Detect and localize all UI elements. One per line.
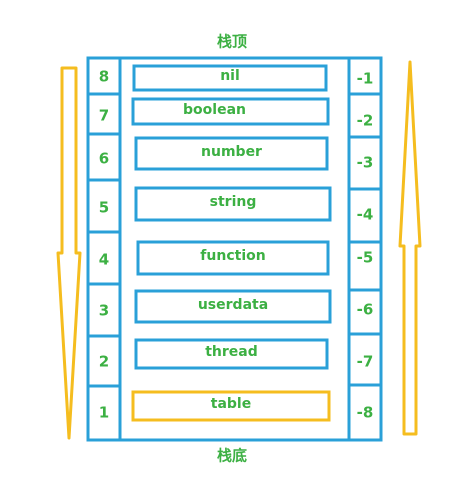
stack-slot-box-table: [131, 390, 331, 422]
stack-outer-frame: [86, 56, 383, 442]
stack-slot-box-string: [134, 186, 332, 222]
stack-slot-box-userdata: [134, 289, 332, 324]
stack-slot-box-function: [136, 240, 330, 276]
stack-slot-type-table: table: [210, 396, 252, 412]
positive-index-2: 2: [98, 352, 110, 371]
negative-index-6: -6: [356, 300, 374, 319]
stack-slot-type-number: number: [201, 143, 262, 160]
stack-slot-type-thread: thread: [205, 344, 258, 360]
negative-index-1: -1: [356, 69, 374, 88]
positive-index-5: 5: [98, 198, 110, 217]
negative-index-8: -8: [356, 403, 374, 422]
negative-index-2: -2: [356, 111, 374, 130]
negative-index-4: -4: [356, 205, 374, 224]
stack-top-label: 栈顶: [216, 32, 248, 51]
positive-index-1: 1: [98, 403, 110, 422]
stack-slot-type-string: string: [209, 194, 257, 210]
positive-index-3: 3: [98, 301, 110, 320]
stack-slot-type-userdata: userdata: [197, 296, 269, 313]
positive-index-6: 6: [98, 149, 110, 168]
negative-index-7: -7: [356, 352, 374, 371]
positive-index-4: 4: [98, 250, 110, 269]
stack-slot-type-function: function: [200, 248, 266, 264]
positive-index-7: 7: [98, 106, 110, 125]
stack-slot-box-number: [134, 136, 329, 171]
stack-slot-type-nil: nil: [220, 68, 240, 84]
negative-index-3: -3: [356, 153, 374, 172]
stack-slot-box-nil: [132, 64, 328, 92]
positive-index-8: 8: [98, 67, 110, 86]
up-arrow-icon: [398, 60, 422, 436]
down-arrow-icon: [56, 66, 82, 440]
negative-index-5: -5: [356, 248, 374, 267]
stack-slot-type-boolean: boolean: [183, 101, 246, 118]
stack-slot-box-thread: [134, 338, 329, 370]
stack-slot-box-boolean: [131, 97, 330, 126]
stack-bottom-label: 栈底: [216, 446, 248, 465]
